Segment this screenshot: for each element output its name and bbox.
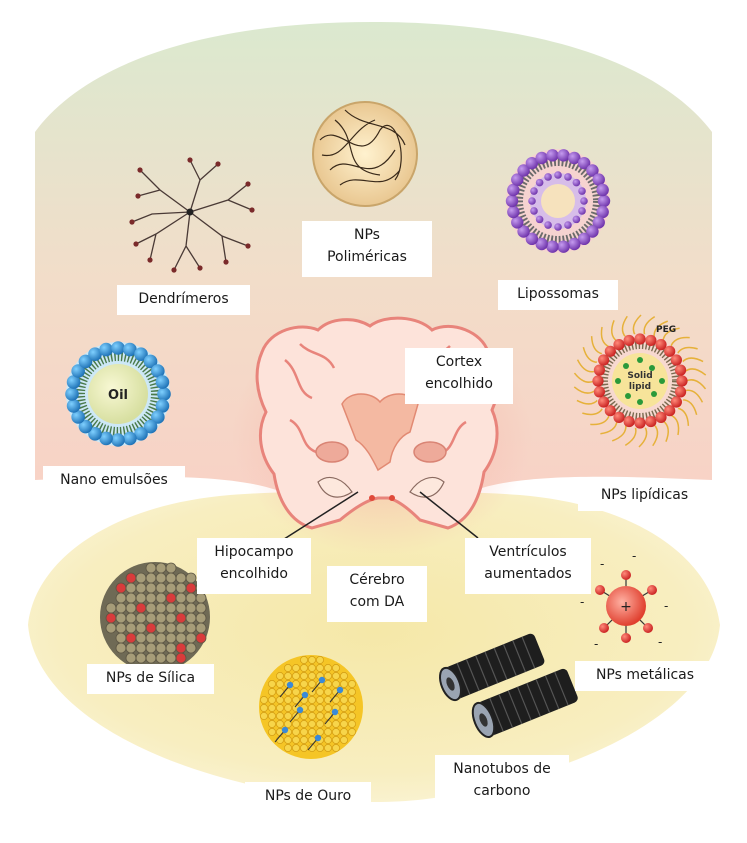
solid-text: Solid — [627, 371, 652, 381]
label-nano-emulsoes: Nano emulsões — [43, 466, 185, 496]
label-dendrimeros: Dendrímeros — [117, 285, 250, 315]
svg-text:-: - — [580, 595, 584, 609]
label-cortex-line2: encolhido — [411, 373, 507, 395]
lipid-text: lipid — [629, 382, 651, 392]
label-nps-lipidicas-text: NPs lipídicas — [584, 484, 705, 506]
label-nps-silica: NPs de Sílica — [87, 664, 214, 694]
label-nps-polimericas-line2: Poliméricas — [308, 246, 426, 268]
label-nps-polimericas: NPs Poliméricas — [302, 221, 432, 277]
oil-label: Oil — [108, 388, 128, 403]
label-ventriculos: Ventrículos aumentados — [465, 538, 591, 594]
label-hipocampo-line1: Hipocampo — [203, 541, 305, 563]
label-nps-ouro-text: NPs de Ouro — [251, 785, 365, 807]
label-nanotubos-line1: Nanotubos de — [441, 758, 563, 780]
label-hipocampo: Hipocampo encolhido — [197, 538, 311, 594]
label-dendrimeros-text: Dendrímeros — [123, 288, 244, 310]
label-nps-metalicas: NPs metálicas — [575, 661, 715, 691]
label-nps-lipidicas: NPs lipídicas — [578, 481, 711, 511]
label-nps-metalicas-text: NPs metálicas — [581, 664, 709, 686]
liposome-illustration — [506, 149, 610, 253]
label-cortex-line1: Cortex — [411, 351, 507, 373]
svg-text:-: - — [664, 599, 668, 613]
silica-np-illustration — [100, 562, 210, 672]
peg-text: PEG — [656, 325, 676, 335]
svg-text:-: - — [632, 549, 636, 563]
label-nanotubos: Nanotubos de carbono — [435, 755, 569, 811]
metal-center-sign: + — [620, 599, 632, 615]
label-lipossomas: Lipossomas — [498, 280, 618, 310]
label-nano-emulsoes-text: Nano emulsões — [49, 469, 179, 491]
label-hipocampo-line2: encolhido — [203, 563, 305, 585]
label-cerebro: Cérebro com DA — [327, 566, 427, 622]
svg-text:-: - — [658, 635, 662, 649]
svg-text:-: - — [600, 557, 604, 571]
polymeric-np-illustration — [313, 102, 417, 206]
label-ventriculos-line2: aumentados — [471, 563, 585, 585]
label-cerebro-line1: Cérebro — [333, 569, 421, 591]
label-cortex: Cortex encolhido — [405, 348, 513, 404]
label-cerebro-line2: com DA — [333, 591, 421, 613]
label-nps-polimericas-line1: NPs — [308, 224, 426, 246]
nano-emulsion-illustration: Oil — [65, 341, 171, 447]
svg-text:-: - — [594, 637, 598, 651]
label-nps-ouro: NPs de Ouro — [245, 782, 371, 812]
gold-np-illustration — [259, 655, 363, 759]
label-ventriculos-line1: Ventrículos — [471, 541, 585, 563]
label-nps-silica-text: NPs de Sílica — [93, 667, 208, 689]
label-lipossomas-text: Lipossomas — [504, 283, 612, 305]
label-nanotubos-line2: carbono — [441, 780, 563, 802]
